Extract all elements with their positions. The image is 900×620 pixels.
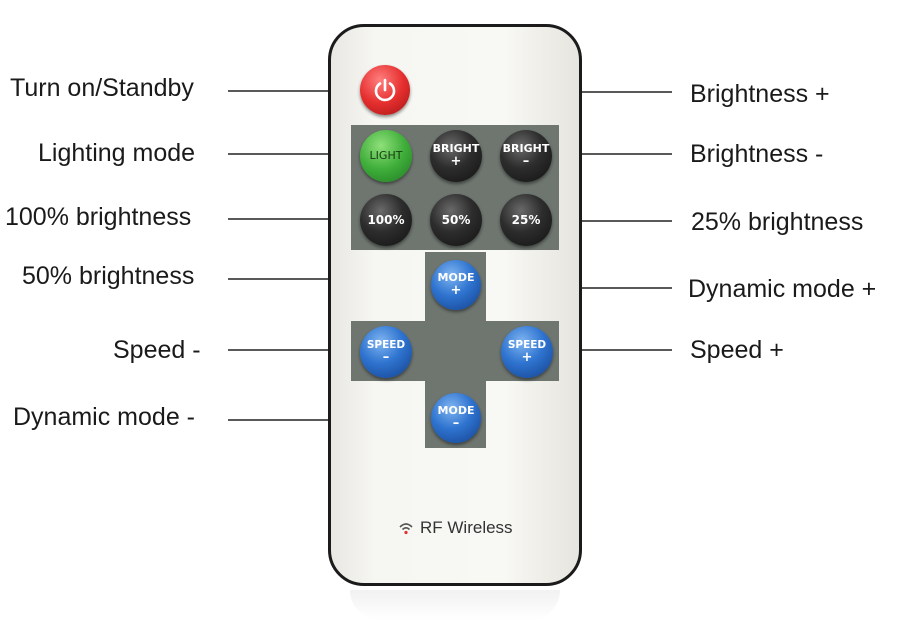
wifi-signal-icon [399,523,413,535]
label-speed-plus: Speed + [690,336,784,364]
power-icon [374,78,396,102]
speed-minus-button[interactable]: SPEED – [360,326,412,378]
bright-plus-button[interactable]: BRIGHT + [430,130,482,182]
rf-wireless-label: RF Wireless [420,518,513,537]
label-lighting-mode: Lighting mode [38,139,196,167]
label-speed-minus: Speed - [113,336,201,364]
brightness-50-label: 50% [441,212,471,227]
speed-plus-button[interactable]: SPEED + [501,326,553,378]
light-button[interactable]: LIGHT [360,130,412,182]
brightness-25-button[interactable]: 25% [500,194,552,246]
speed-minus-label: SPEED [366,338,406,351]
speed-plus-sign: + [521,349,533,365]
brightness-50-button[interactable]: 50% [430,194,482,246]
rf-wireless-text: RF Wireless [398,518,513,538]
label-brightness-plus: Brightness + [690,80,830,108]
bright-plus-label: BRIGHT [432,142,480,156]
label-dynamic-mode-minus: Dynamic mode - [13,403,195,431]
mode-minus-button[interactable]: MODE – [431,393,481,443]
bright-minus-label: BRIGHT [502,142,550,156]
brightness-100-label: 100% [367,212,405,227]
brightness-25-label: 25% [511,212,541,227]
mode-plus-button[interactable]: MODE + [431,260,481,310]
mode-minus-sign: – [452,415,460,431]
label-dynamic-mode-plus: Dynamic mode + [688,275,877,303]
mode-plus-sign: + [450,282,462,298]
speed-plus-label: SPEED [507,338,547,351]
label-50-brightness: 50% brightness [22,262,195,290]
label-25-brightness: 25% brightness [691,208,864,236]
brightness-100-button[interactable]: 100% [360,194,412,246]
label-100-brightness: 100% brightness [5,203,192,231]
label-turn-on-standby: Turn on/Standby [10,74,194,102]
bright-minus-button[interactable]: BRIGHT – [500,130,552,182]
light-button-label: LIGHT [369,149,403,163]
label-brightness-minus: Brightness - [690,140,824,168]
power-button[interactable] [360,65,410,115]
mode-minus-label: MODE [437,404,475,418]
bright-minus-sign: – [522,153,530,169]
speed-minus-sign: – [382,349,390,365]
remote-reflection [350,590,560,620]
bright-plus-sign: + [450,153,462,169]
mode-plus-label: MODE [437,271,475,285]
